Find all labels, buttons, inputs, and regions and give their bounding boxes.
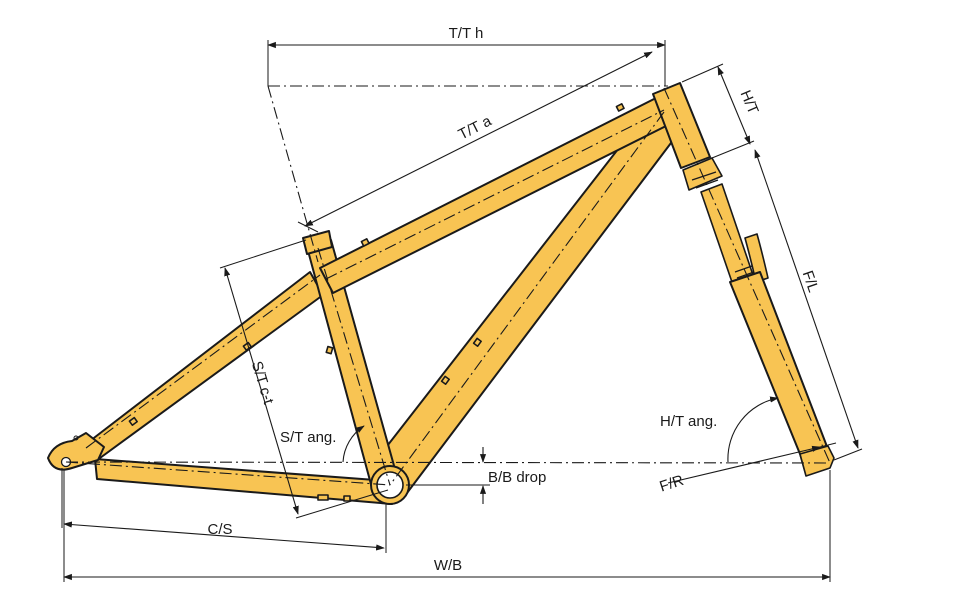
label-ht: H/T — [737, 88, 762, 117]
label-bb-drop: B/B drop — [488, 469, 546, 486]
fork-lower-leg — [729, 271, 829, 475]
label-st-ct: S/T c-t — [248, 359, 277, 407]
label-fl: F/L — [799, 269, 822, 295]
label-tt-a: T/T a — [456, 112, 495, 143]
label-tt-h: T/T h — [449, 25, 484, 42]
label-st-ang: S/T ang. — [280, 429, 336, 446]
fork-seal — [734, 265, 755, 279]
head-tube — [652, 82, 711, 169]
label-cs: C/S — [207, 521, 232, 538]
dropout-bolt — [73, 435, 79, 441]
label-fr: F/R — [657, 472, 685, 496]
dimension-lines — [61, 40, 863, 582]
bike-frame — [47, 82, 835, 505]
label-ht-ang: H/T ang. — [660, 413, 717, 430]
seat-collar — [302, 230, 333, 255]
fork-stanchion — [700, 183, 755, 286]
label-wb: W/B — [434, 557, 462, 574]
